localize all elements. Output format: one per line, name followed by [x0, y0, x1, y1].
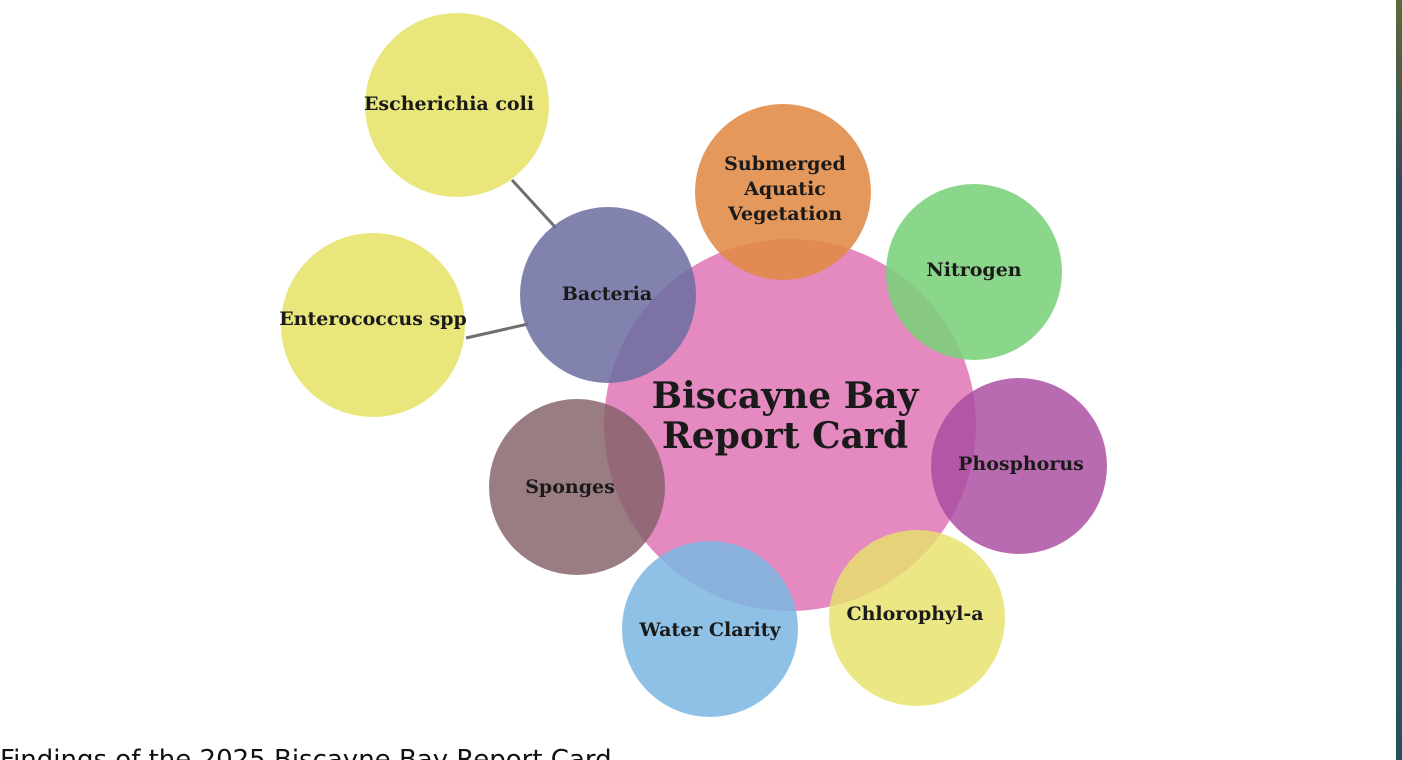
connector-enterococcus-bacteria	[465, 322, 529, 340]
node-submerged-aquatic-vegetation: Submerged Aquatic Vegetation	[695, 104, 871, 280]
center-circle	[604, 239, 976, 611]
node-circle	[886, 184, 1062, 360]
node-label-line1: Submerged	[724, 153, 846, 175]
center-title-line2: Report Card	[662, 415, 908, 457]
connector-ecoli-bacteria	[510, 178, 558, 230]
node-circle	[695, 104, 871, 280]
node-circle	[281, 233, 465, 417]
node-label: Nitrogen	[926, 259, 1021, 281]
node-circle	[489, 399, 665, 575]
node-sponges: Sponges	[489, 399, 665, 575]
node-circle	[365, 13, 549, 197]
node-label-line3: Vegetation	[727, 203, 842, 225]
node-enterococcus: Enterococcus spp	[279, 233, 467, 417]
node-bacteria: Bacteria	[520, 207, 696, 383]
node-label: Escherichia coli	[364, 93, 534, 115]
node-label: Water Clarity	[638, 619, 781, 641]
background-edge	[1396, 0, 1402, 760]
caption: Findings of the 2025 Biscayne Bay Report…	[0, 745, 612, 760]
node-label: Phosphorus	[958, 453, 1084, 475]
node-nitrogen: Nitrogen	[886, 184, 1062, 360]
node-label: Sponges	[525, 476, 615, 498]
node-circle	[622, 541, 798, 717]
node-label-line2: Aquatic	[743, 178, 826, 200]
node-water-clarity: Water Clarity	[622, 541, 798, 717]
node-label: Bacteria	[562, 283, 652, 305]
node-center: Biscayne Bay Report Card	[604, 239, 976, 611]
node-label: Enterococcus spp	[279, 308, 467, 330]
node-label: Chlorophyl-a	[846, 603, 983, 625]
node-circle	[931, 378, 1107, 554]
node-phosphorus: Phosphorus	[931, 378, 1107, 554]
node-circle	[829, 530, 1005, 706]
center-title-line1: Biscayne Bay	[652, 375, 920, 417]
node-chlorophyl-a: Chlorophyl-a	[829, 530, 1005, 706]
node-escherichia-coli: Escherichia coli	[364, 13, 549, 197]
node-circle	[520, 207, 696, 383]
